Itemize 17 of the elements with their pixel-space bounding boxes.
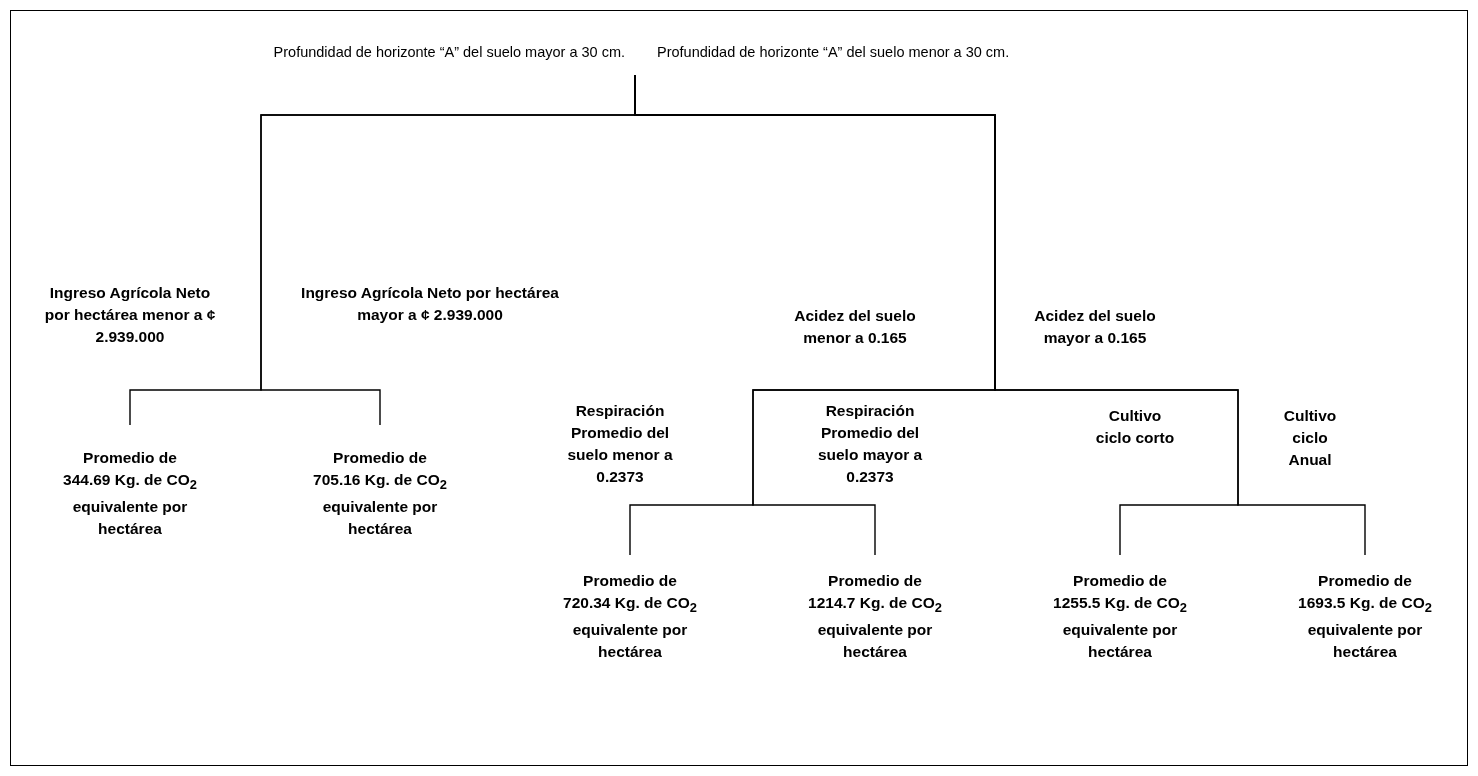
split-condition-text: Cultivo ciclo corto	[1094, 406, 1176, 448]
leaf-result-text: Promedio de 705.16 Kg. de CO$_{2}$ equivalente por hectárea	[312, 448, 448, 540]
leaf-result-text: Promedio de 720.34 Kg. de CO$_{2}$ equivalente por hectárea	[562, 571, 698, 663]
split-condition-text: Respiración Promedio del suelo mayor a 0.2373	[816, 401, 924, 487]
leaf-result-text: Promedio de 1693.5 Kg. de CO$_{2}$ equivalente por hectárea	[1297, 571, 1433, 663]
split-condition-text: Acidez del suelo menor a 0.165	[793, 306, 917, 348]
split-condition-text: Profundidad de horizonte “A” del suelo mayor a 30 cm.	[272, 43, 625, 62]
split-condition-text: Acidez del suelo mayor a 0.165	[1033, 306, 1157, 348]
split-condition-text: Cultivo ciclo Anual	[1282, 406, 1338, 470]
split-condition-text: Ingreso Agrícola Neto por hectárea mayor a ¢ 2.939.000	[300, 283, 560, 325]
leaf-result-text: Promedio de 1255.5 Kg. de CO$_{2}$ equivalente por hectárea	[1052, 571, 1188, 663]
split-condition-text: Respiración Promedio del suelo menor a 0.2373	[566, 401, 674, 487]
leaf-result-text: Promedio de 1214.7 Kg. de CO$_{2}$ equivalente por hectárea	[807, 571, 943, 663]
split-condition-text: Ingreso Agrícola Neto por hectárea menor a ¢ 2.939.000	[43, 283, 217, 347]
tree-branch-line	[634, 74, 1366, 556]
split-condition-text: Profundidad de horizonte “A” del suelo menor a 30 cm.	[657, 43, 1011, 62]
leaf-result-text: Promedio de 344.69 Kg. de CO$_{2}$ equivalente por hectárea	[62, 448, 198, 540]
